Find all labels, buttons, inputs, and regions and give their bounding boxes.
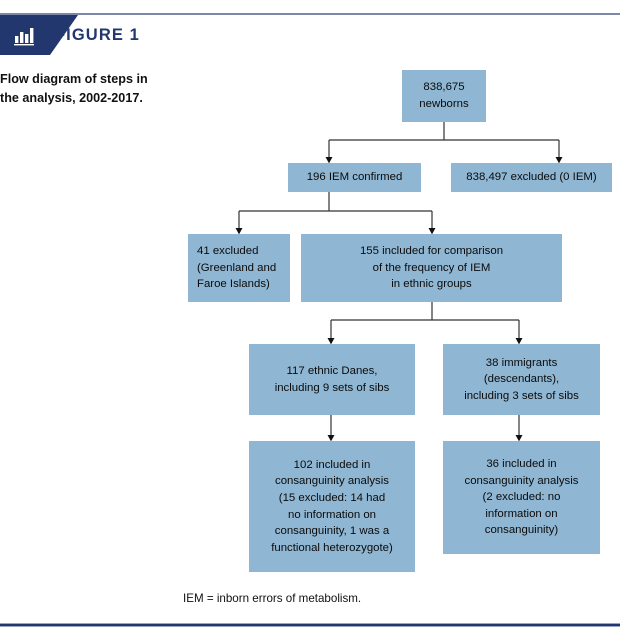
flow-node-excluded-all: 838,497 excluded (0 IEM): [451, 163, 612, 192]
flow-node-newborns: 838,675 newborns: [402, 70, 486, 122]
flow-node-excluded-41: 41 excluded (Greenland and Faroe Islands…: [188, 234, 290, 302]
bar-chart-icon: [14, 28, 34, 46]
figure-footnote: IEM = inborn errors of metabolism.: [183, 592, 362, 605]
footer-rule: [0, 623, 620, 627]
flow-node-immigrants: 38 immigrants (descendants), including 3…: [443, 344, 600, 415]
flow-node-included-155: 155 included for comparison of the frequ…: [301, 234, 562, 302]
flow-node-consang-102: 102 included in consanguinity analysis (…: [249, 441, 415, 572]
flow-node-consang-36: 36 included in consanguinity analysis (2…: [443, 441, 600, 554]
figure-caption: Flow diagram of steps in the analysis, 2…: [0, 72, 148, 105]
flow-node-iem-confirmed: 196 IEM confirmed: [288, 163, 421, 192]
header-rule: [0, 13, 620, 15]
flow-node-ethnic-danes: 117 ethnic Danes, including 9 sets of si…: [249, 344, 415, 415]
figure-label: FIGURE 1: [55, 26, 140, 44]
